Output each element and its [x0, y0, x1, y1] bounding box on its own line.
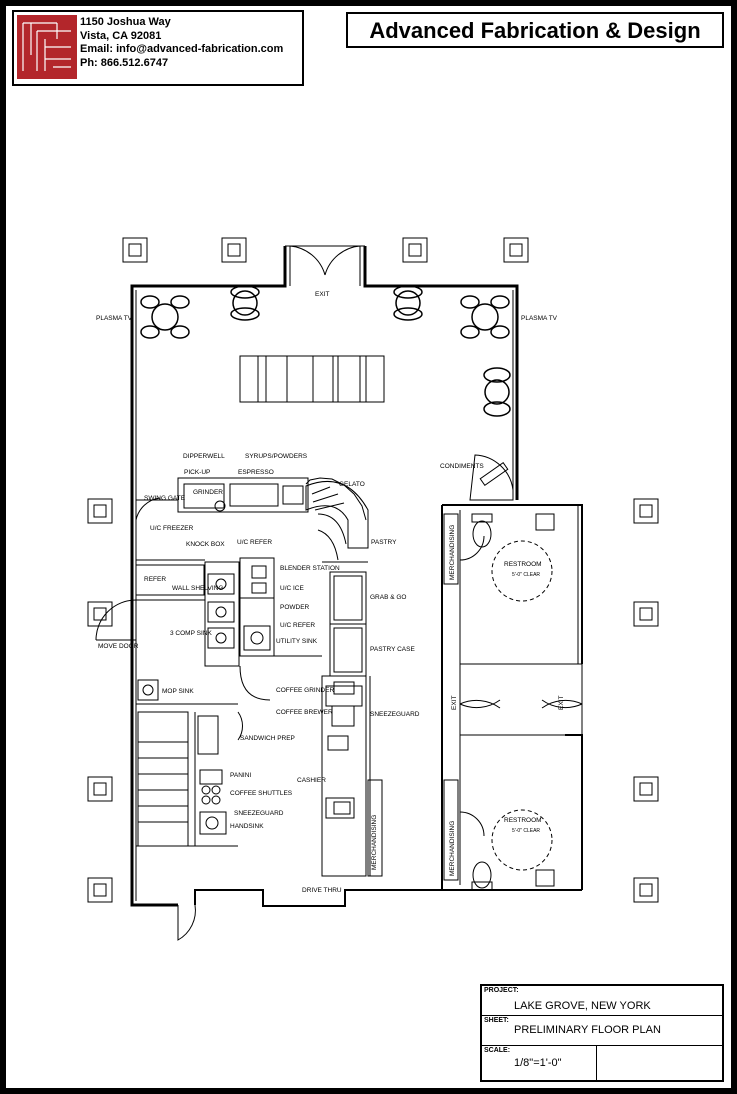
project-label: PROJECT:	[484, 987, 519, 994]
phone-line: Ph: 866.512.6747	[80, 56, 169, 69]
label-plasma-right: PLASMA TV	[521, 315, 558, 322]
espresso-counter	[177, 477, 369, 563]
label-three-comp: 3 COMP SINK	[170, 630, 212, 637]
title-block: PROJECT: LAKE GROVE, NEW YORK SHEET: PRE…	[480, 984, 724, 1082]
label-pickup: PICK-UP	[184, 469, 210, 476]
condiments-counter	[469, 454, 514, 501]
label-mop-sink: MOP SINK	[162, 688, 194, 695]
label-sandwich-prep: SANDWICH PREP	[240, 735, 295, 742]
label-blender: BLENDER STATION	[280, 565, 340, 572]
label-handsink: HANDSINK	[230, 823, 264, 830]
front-counter	[321, 675, 371, 877]
label-sneezeguard2: SNEEZEGUARD	[234, 810, 284, 817]
label-move-door: MOVE DOOR	[98, 643, 139, 650]
label-panini: PANINI	[230, 772, 251, 779]
columns	[87, 237, 659, 903]
label-grinder: GRINDER	[193, 489, 223, 496]
back-bar	[135, 557, 322, 701]
project-value: LAKE GROVE, NEW YORK	[514, 1000, 651, 1012]
company-name: Advanced Fabrication & Design	[369, 18, 701, 43]
booth-seating	[239, 355, 385, 403]
email-line: Email: info@advanced-fabrication.com	[80, 43, 284, 55]
label-sneezeguard: SNEEZEGUARD	[370, 711, 420, 718]
dining-tables	[140, 285, 511, 417]
label-restroom-1-dim: 5'-0" CLEAR	[512, 572, 540, 578]
back-rooms	[95, 559, 244, 941]
label-powder: POWDER	[280, 604, 310, 611]
label-refer: REFER	[144, 576, 166, 583]
label-restroom-2: RESTROOM	[504, 817, 542, 824]
project-row: PROJECT: LAKE GROVE, NEW YORK	[482, 986, 722, 1016]
scale-label: SCALE:	[484, 1047, 511, 1054]
address-line-1: 1150 Joshua Way	[80, 16, 171, 28]
label-syrups: SYRUPS/POWDERS	[245, 453, 308, 460]
label-merchandising-1: MERCHANDISING	[371, 815, 378, 870]
address-line-2: Vista, CA 92081	[80, 29, 162, 42]
label-pastry-case: PASTRY CASE	[370, 646, 415, 653]
label-exit-mid-left: EXIT	[451, 696, 458, 710]
label-exit-top: EXIT	[315, 291, 329, 298]
label-coffee-brewer: COFFEE BREWER	[276, 709, 333, 716]
label-grab-go: GRAB & GO	[370, 594, 406, 601]
sheet-value: PRELIMINARY FLOOR PLAN	[514, 1024, 661, 1036]
label-condiments: CONDIMENTS	[440, 463, 484, 470]
display-cases	[329, 571, 367, 677]
label-merchandising-3: MERCHANDISING	[449, 821, 456, 876]
company-name-box: Advanced Fabrication & Design	[346, 12, 724, 48]
label-restroom-2-dim: 5'-0" CLEAR	[512, 828, 540, 834]
label-exit-mid-right: EXIT	[558, 696, 565, 710]
sheet-row: SHEET: PRELIMINARY FLOOR PLAN	[482, 1016, 722, 1046]
label-uc-refer2: U/C REFER	[280, 622, 315, 629]
label-dipperwell: DIPPERWELL	[183, 453, 225, 460]
company-logo	[17, 15, 77, 79]
label-wall-shelving: WALL SHELVING	[172, 585, 223, 592]
label-cashier: CASHIER	[297, 777, 326, 784]
label-plasma-left: PLASMA TV	[96, 315, 133, 322]
label-coffee-grinder: COFFEE GRINDER	[276, 687, 334, 694]
company-address-block: 1150 Joshua Way Vista, CA 92081 Email: i…	[12, 10, 304, 86]
label-knock-box: KNOCK BOX	[186, 541, 225, 548]
label-espresso: ESPRESSO	[238, 469, 274, 476]
scale-row: SCALE: 1/8"=1'-0"	[482, 1046, 722, 1080]
label-uc-ice: U/C ICE	[280, 585, 305, 592]
exit-door-top	[289, 245, 361, 286]
scale-value: 1/8"=1'-0"	[514, 1057, 562, 1069]
sheet-label: SHEET:	[484, 1017, 509, 1024]
label-merchandising-2: MERCHANDISING	[449, 525, 456, 580]
exit-doors-mid	[459, 664, 583, 735]
label-uc-freezer: U/C FREEZER	[150, 525, 194, 532]
gelato-case	[305, 477, 367, 521]
label-coffee-shuttles: COFFEE SHUTTLES	[230, 790, 293, 797]
restrooms	[367, 513, 555, 891]
label-restroom-1: RESTROOM	[504, 561, 542, 568]
label-drive-thru: DRIVE THRU	[302, 887, 342, 894]
label-uc-refer: U/C REFER	[237, 539, 272, 546]
label-swing-gate: SWING GATE	[144, 495, 186, 502]
label-pastry: PASTRY	[371, 539, 397, 546]
label-utility-sink: UTILITY SINK	[276, 638, 318, 645]
label-gelato: GELATO	[339, 481, 365, 488]
